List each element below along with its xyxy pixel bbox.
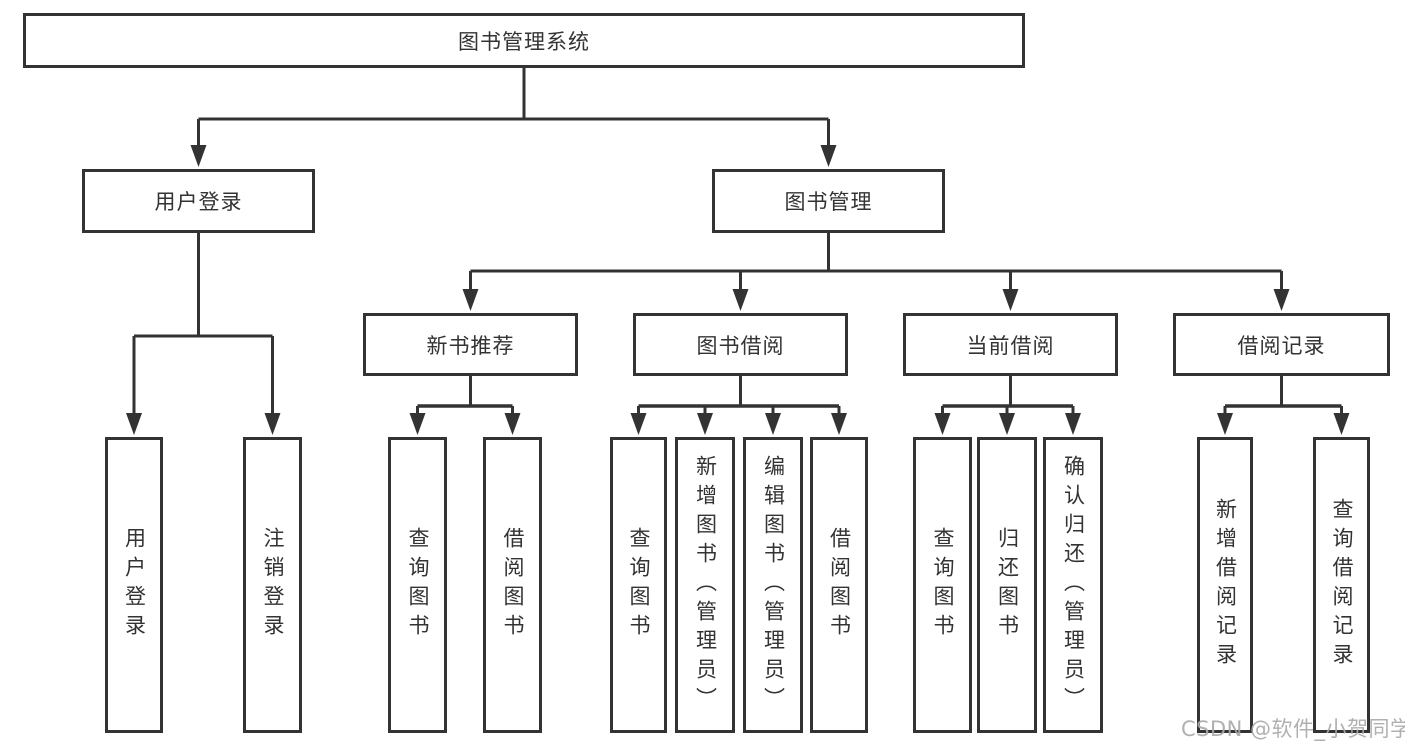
leaf-return-books: 归还图书: [977, 437, 1037, 733]
node-label: 借阅记录: [1237, 333, 1326, 358]
arrowhead-icon: [732, 289, 749, 311]
arrowhead-icon: [831, 413, 847, 435]
leaf-query-borrow-record: 查询借阅记录: [1313, 437, 1370, 733]
node-label: 图书借阅: [696, 333, 785, 358]
arrowhead-icon: [820, 145, 837, 167]
node-book-borrowing: 图书借阅: [633, 313, 848, 376]
node-label: 归还图书: [995, 527, 1020, 643]
node-label: 编辑图书（管理员）: [761, 454, 786, 716]
arrowhead-icon: [1002, 289, 1019, 311]
arrowhead-icon: [1333, 413, 1350, 435]
leaf-user-login: 用户登录: [105, 437, 163, 733]
node-label: 用户登录: [122, 527, 147, 643]
leaf-query-books-current: 查询图书: [913, 437, 972, 733]
leaf-add-books-admin: 新增图书（管理员）: [675, 437, 735, 733]
node-label: 借阅图书: [827, 527, 852, 643]
arrowhead-icon: [1217, 413, 1233, 435]
arrowhead-icon: [126, 413, 142, 435]
node-label: 当前借阅: [966, 333, 1055, 358]
csdn-watermark: CSDN @软件_小贺同学: [1181, 717, 1405, 741]
node-label: 查询图书: [406, 527, 430, 643]
node-current-borrowing: 当前借阅: [903, 313, 1118, 376]
arrowhead-icon: [1065, 413, 1081, 435]
leaf-borrow-books-recommend: 借阅图书: [483, 437, 542, 733]
arrowhead-icon: [1273, 289, 1290, 311]
node-book-management: 图书管理: [712, 169, 945, 233]
arrowhead-icon: [765, 413, 781, 435]
leaf-borrow-books: 借阅图书: [810, 437, 868, 733]
node-label: 图书管理: [784, 190, 873, 214]
leaf-logout: 注销登录: [243, 437, 302, 733]
node-library-system: 图书管理系统: [23, 13, 1025, 68]
arrowhead-icon: [190, 145, 207, 167]
node-new-book-recommend: 新书推荐: [363, 313, 578, 376]
arrowhead-icon: [504, 413, 521, 435]
node-label: 新增借阅记录: [1213, 498, 1238, 672]
leaf-edit-books-admin: 编辑图书（管理员）: [743, 437, 803, 733]
node-borrowing-records: 借阅记录: [1173, 313, 1390, 376]
arrowhead-icon: [409, 413, 426, 435]
node-label: 确认归还（管理员）: [1061, 454, 1086, 716]
arrowhead-icon: [462, 289, 479, 311]
leaf-confirm-return-admin: 确认归还（管理员）: [1043, 437, 1103, 733]
arrowhead-icon: [697, 413, 713, 435]
arrowhead-icon: [264, 413, 281, 435]
arrowhead-icon: [934, 413, 951, 435]
node-label: 查询借阅记录: [1330, 498, 1354, 672]
leaf-query-books-recommend: 查询图书: [388, 437, 447, 733]
node-label: 用户登录: [154, 190, 243, 214]
leaf-add-borrow-record: 新增借阅记录: [1197, 437, 1253, 733]
node-label: 查询图书: [931, 527, 955, 643]
arrowhead-group: [126, 145, 1350, 435]
arrowhead-icon: [999, 413, 1015, 435]
leaf-query-books-borrowing: 查询图书: [610, 437, 667, 733]
node-user-login: 用户登录: [82, 169, 315, 233]
node-label: 借阅图书: [501, 527, 525, 643]
node-label: 新增图书（管理员）: [693, 454, 718, 716]
node-label: 查询图书: [627, 527, 651, 643]
node-label: 新书推荐: [426, 333, 515, 358]
node-label: 图书管理系统: [458, 29, 590, 54]
arrowhead-icon: [630, 413, 647, 435]
node-label: 注销登录: [261, 527, 285, 643]
